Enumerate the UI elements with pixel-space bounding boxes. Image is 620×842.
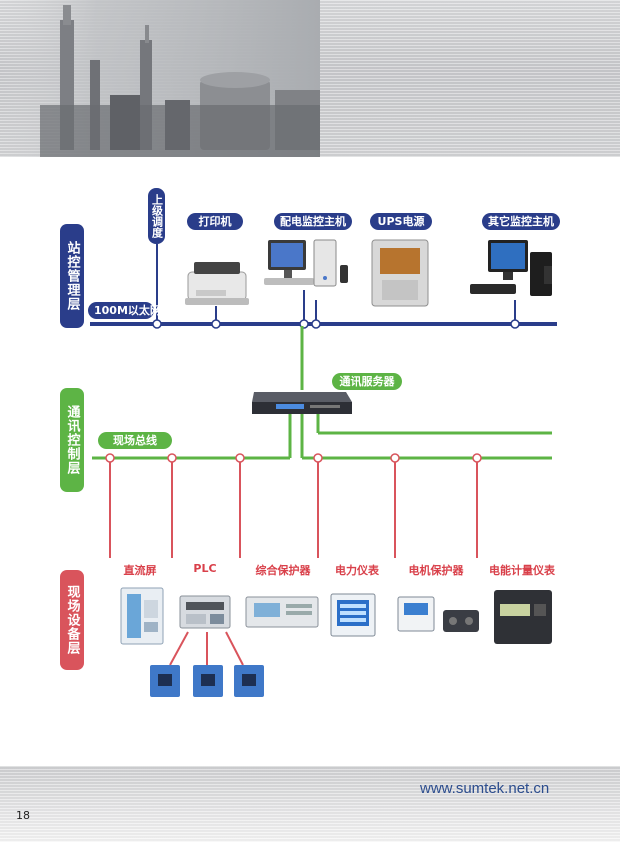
refinery-illustration: [0, 0, 320, 157]
comm-server-label: 通讯服务器: [332, 373, 402, 390]
breaker-icon: [193, 665, 223, 697]
dc-panel-label: 直流屏: [123, 564, 157, 577]
layer-comm: 通讯控制层: [60, 388, 84, 492]
protection-device-icon: [245, 596, 319, 628]
layer-station: 站控管理层: [60, 224, 84, 328]
computer-icon: [264, 239, 348, 287]
ups-label: UPS电源: [370, 213, 432, 230]
layer-field: 现场设备层: [60, 570, 84, 670]
breaker-icon: [234, 665, 264, 697]
power-meter-label: 电力仪表: [335, 564, 379, 577]
computer-icon: [470, 240, 552, 296]
plc-icon: [179, 595, 231, 629]
ups-icon: [371, 239, 429, 307]
energy-meter-label: 电能计量仪表: [489, 564, 555, 577]
comm-server-icon: [252, 392, 352, 414]
printer-icon: [185, 262, 249, 305]
dc-panel-icon: [120, 587, 164, 645]
breaker-icon: [150, 665, 180, 697]
upper-dispatch-label: 上级调度: [148, 188, 165, 244]
motor-protector-label: 电机保护器: [408, 564, 464, 577]
field-bus-label: 现场总线: [98, 432, 172, 449]
footer-banner: [0, 766, 620, 842]
printer-label: 打印机: [187, 213, 243, 230]
header-banner: [0, 0, 620, 157]
protection-label: 综合保护器: [255, 564, 311, 577]
distribution-host-label: 配电监控主机: [274, 213, 352, 230]
other-host-label: 其它监控主机: [482, 213, 560, 230]
power-meter-icon: [330, 593, 376, 637]
ethernet-label: 100M以太网: [88, 302, 161, 319]
website-link[interactable]: www.sumtek.net.cn: [420, 780, 550, 797]
page-number: 18: [16, 809, 30, 822]
energy-meter-icon: [494, 590, 552, 644]
plc-label: PLC: [193, 562, 217, 575]
motor-protector-icon: [397, 596, 479, 632]
